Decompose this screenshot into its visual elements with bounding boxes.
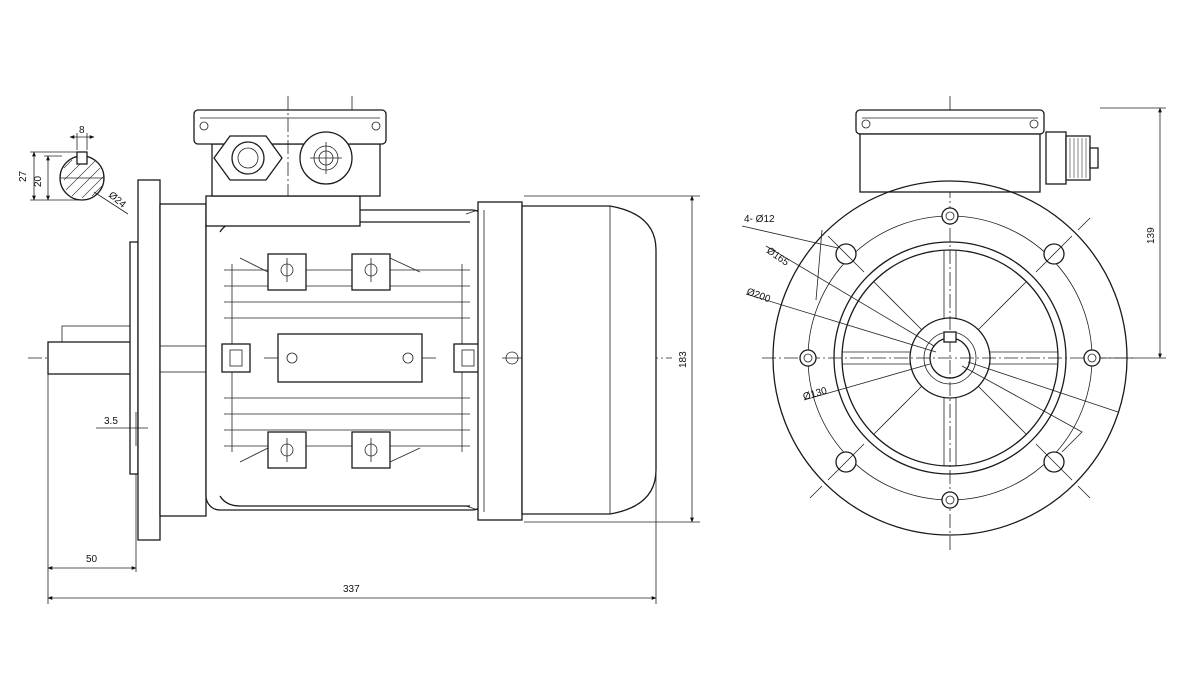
- overall-length-label: 337: [343, 584, 360, 595]
- cooling-fins: [224, 264, 470, 452]
- terminal-box-side: [193, 96, 387, 227]
- spigot-diameter-label: Ø130: [802, 385, 829, 402]
- holes-label: 4- Ø12: [744, 214, 775, 225]
- flange-diameter-label: Ø200: [745, 286, 772, 305]
- shaft-length-label: 50: [86, 554, 98, 565]
- shoulder-dimension-label: 3.5: [104, 416, 118, 427]
- shaft-section-detail: 8 27 20 Ø24: [18, 125, 129, 215]
- foot-bosses: [239, 253, 421, 469]
- motor-side-view: 3.5 50 337 183: [28, 96, 700, 604]
- terminal-box-end: [855, 109, 1099, 193]
- key-width-label: 8: [79, 125, 85, 136]
- axis-height-label: 139: [1146, 227, 1157, 244]
- end-ribs: [842, 250, 1058, 466]
- shaft-height-outer-label: 27: [18, 170, 29, 182]
- overall-height-label: 183: [678, 351, 689, 368]
- motor-end-view: 4- Ø12 Ø165 Ø200 Ø130 139: [741, 96, 1166, 552]
- shaft-diameter-label: Ø24: [106, 190, 128, 211]
- shaft-height-inner-label: 20: [33, 175, 44, 187]
- pcd-label: Ø165: [764, 245, 791, 268]
- flange-holes: [809, 217, 1091, 499]
